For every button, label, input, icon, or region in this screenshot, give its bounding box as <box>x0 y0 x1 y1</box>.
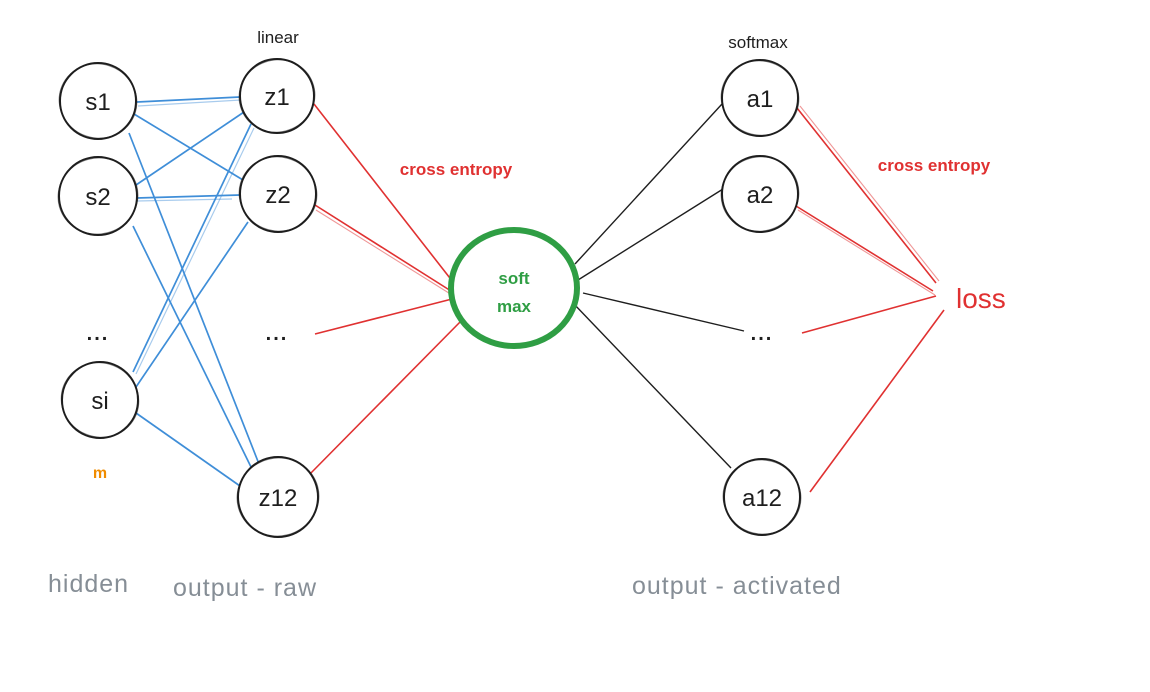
node-s2: s2 <box>57 156 139 236</box>
edge-s2-z2 <box>136 194 241 199</box>
edge-a1-loss <box>796 107 937 284</box>
softmax-node-text-line2: max <box>497 297 532 316</box>
edge-z1-softmax <box>313 103 454 283</box>
layer-label-hidden: hidden <box>48 570 129 598</box>
edges-activated-to-loss <box>795 105 945 493</box>
edge-s1-z2 <box>133 113 244 181</box>
edge-si-z1 <box>132 123 252 373</box>
layer-label-output-raw: output - raw <box>173 574 317 602</box>
edge-softmax-adots <box>582 292 745 332</box>
node-softmax: soft max <box>448 227 580 349</box>
edges-raw-to-softmax <box>306 103 464 478</box>
edges-hidden-to-raw <box>128 96 260 487</box>
node-si-label: si <box>91 388 108 415</box>
edge-s1-z1-echo <box>137 99 242 107</box>
softmax-node-text-line1: soft <box>498 269 530 288</box>
layer-label-output-activated: output - activated <box>632 572 842 600</box>
node-a1-label: a1 <box>747 86 774 113</box>
cross-entropy-left-annotation: cross entropy <box>400 160 513 179</box>
edge-a12-loss <box>809 309 945 493</box>
node-s1-label: s1 <box>85 89 110 116</box>
node-z1: z1 <box>238 58 316 134</box>
node-z12: z12 <box>236 456 320 538</box>
edges-softmax-to-activated <box>572 103 745 469</box>
edge-z2-softmax <box>314 204 452 292</box>
edge-softmax-a1 <box>574 103 723 265</box>
linear-annotation: linear <box>257 28 299 47</box>
node-s1: s1 <box>58 62 138 140</box>
edge-softmax-a2 <box>577 188 724 281</box>
node-z2-label: z2 <box>265 182 290 209</box>
edge-adots-loss <box>801 295 937 334</box>
node-z12-label: z12 <box>259 485 298 512</box>
edge-a2-loss <box>795 205 934 292</box>
node-a2-label: a2 <box>747 182 774 209</box>
raw-ellipsis: ... <box>266 323 289 345</box>
loss-label: loss <box>956 283 1006 314</box>
edge-s1-z12 <box>128 132 260 465</box>
node-a12-label: a12 <box>742 485 782 512</box>
hidden-ellipsis: ... <box>87 323 110 345</box>
node-si: si <box>60 361 140 439</box>
edge-s2-z2-echo <box>136 198 233 202</box>
edge-z2-softmax-echo <box>315 209 453 296</box>
edge-si-z1-echo <box>135 127 255 375</box>
edge-s2-z12 <box>132 225 252 468</box>
softmax-annotation: softmax <box>728 33 788 52</box>
node-a2: a2 <box>720 155 800 233</box>
edge-si-z12 <box>135 412 241 487</box>
edge-zdots-softmax <box>314 298 453 335</box>
edge-s2-z1 <box>135 111 245 186</box>
edge-s1-z1 <box>136 96 241 103</box>
cross-entropy-right-annotation: cross entropy <box>878 156 991 175</box>
node-z1-label: z1 <box>264 84 289 111</box>
edge-z12-softmax <box>306 318 464 478</box>
edge-a2-loss-echo <box>797 209 936 296</box>
node-a12: a12 <box>722 458 802 536</box>
edge-a1-loss-echo <box>799 105 940 282</box>
activated-ellipsis: ... <box>751 323 774 345</box>
node-a1: a1 <box>720 59 800 137</box>
m-annotation: m <box>93 465 107 482</box>
node-z2: z2 <box>238 155 318 233</box>
edge-si-z2 <box>135 221 249 388</box>
node-s2-label: s2 <box>85 184 110 211</box>
edge-softmax-a12 <box>572 302 732 469</box>
